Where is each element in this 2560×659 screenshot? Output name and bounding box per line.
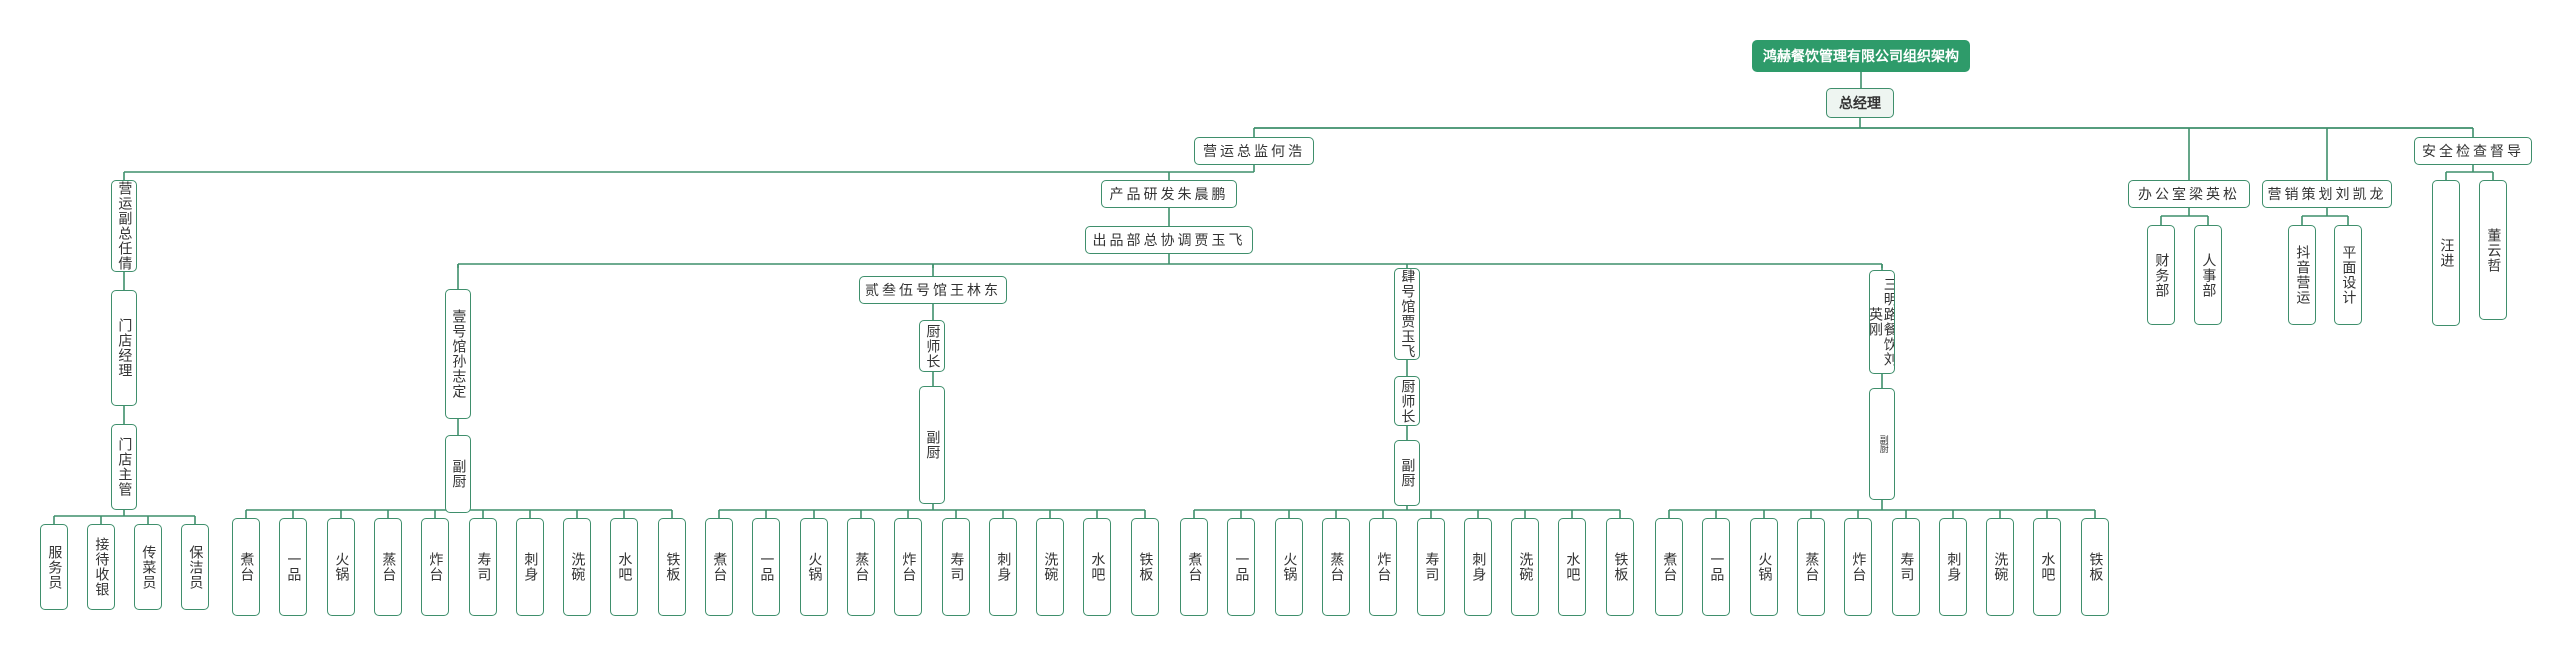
station-node[interactable]: 铁板 [658, 518, 686, 616]
safety-head-node[interactable]: 安全检查督导 [2414, 137, 2532, 165]
station-node[interactable]: 一品 [279, 518, 307, 616]
branch-node[interactable]: 壹号馆孙志定 [445, 289, 471, 419]
sous-chef-node[interactable]: 副厨 [1394, 440, 1420, 506]
station-node[interactable]: 蒸台 [1797, 518, 1825, 616]
sous-chef-node[interactable]: 副厨 [1869, 388, 1895, 500]
station-node[interactable]: 一品 [1227, 518, 1255, 616]
operations-deputy-node[interactable]: 营运副总任倩 [111, 180, 137, 272]
store-staff-node[interactable]: 保洁员 [181, 524, 209, 610]
station-node[interactable]: 煮台 [705, 518, 733, 616]
station-node[interactable]: 炸台 [1844, 518, 1872, 616]
safety-staff-node[interactable]: 汪进 [2432, 180, 2460, 326]
station-node[interactable]: 煮台 [1655, 518, 1683, 616]
station-node[interactable]: 水吧 [1558, 518, 1586, 616]
station-node[interactable]: 洗碗 [563, 518, 591, 616]
station-node[interactable]: 洗碗 [1986, 518, 2014, 616]
station-node[interactable]: 寿司 [1417, 518, 1445, 616]
station-node[interactable]: 蒸台 [1322, 518, 1350, 616]
store-staff-node[interactable]: 服务员 [40, 524, 68, 610]
office-dept-node[interactable]: 财务部 [2147, 225, 2175, 325]
store-staff-node[interactable]: 接待收银 [87, 524, 115, 610]
station-node[interactable]: 蒸台 [847, 518, 875, 616]
station-node[interactable]: 刺身 [1464, 518, 1492, 616]
station-node[interactable]: 刺身 [989, 518, 1017, 616]
sous-chef-node[interactable]: 副厨 [919, 386, 945, 504]
station-node[interactable]: 炸台 [421, 518, 449, 616]
station-node[interactable]: 一品 [1702, 518, 1730, 616]
station-node[interactable]: 寿司 [942, 518, 970, 616]
store-staff-node[interactable]: 传菜员 [134, 524, 162, 610]
office-head-node[interactable]: 办公室梁英松 [2128, 180, 2250, 208]
station-node[interactable]: 刺身 [1939, 518, 1967, 616]
sous-chef-node[interactable]: 副厨 [445, 435, 471, 513]
station-node[interactable]: 火锅 [1750, 518, 1778, 616]
station-node[interactable]: 煮台 [232, 518, 260, 616]
branch-node[interactable]: 贰叁伍号馆王林东 [859, 276, 1007, 304]
branch-node[interactable]: 三明路餐饮刘英刚 [1869, 270, 1895, 374]
general-manager-node[interactable]: 总经理 [1826, 88, 1894, 118]
station-node[interactable]: 洗碗 [1511, 518, 1539, 616]
station-node[interactable]: 火锅 [1275, 518, 1303, 616]
station-node[interactable]: 火锅 [800, 518, 828, 616]
station-node[interactable]: 铁板 [1131, 518, 1159, 616]
marketing-dept-node[interactable]: 平面设计 [2334, 225, 2362, 325]
station-node[interactable]: 水吧 [610, 518, 638, 616]
station-node[interactable]: 寿司 [469, 518, 497, 616]
safety-staff-node[interactable]: 董云哲 [2479, 180, 2507, 320]
station-node[interactable]: 煮台 [1180, 518, 1208, 616]
branch-node[interactable]: 肆号馆贾玉飞 [1394, 268, 1420, 360]
station-node[interactable]: 寿司 [1892, 518, 1920, 616]
head-chef-node[interactable]: 厨师长 [1394, 376, 1420, 426]
office-dept-node[interactable]: 人事部 [2194, 225, 2222, 325]
station-node[interactable]: 炸台 [894, 518, 922, 616]
station-node[interactable]: 洗碗 [1036, 518, 1064, 616]
station-node[interactable]: 火锅 [327, 518, 355, 616]
station-node[interactable]: 蒸台 [374, 518, 402, 616]
operations-director-node[interactable]: 营运总监何浩 [1194, 137, 1314, 165]
station-node[interactable]: 水吧 [2033, 518, 2061, 616]
kitchen-coordinator-node[interactable]: 出品部总协调贾玉飞 [1085, 226, 1253, 254]
rnd-head-node[interactable]: 产品研发朱晨鹏 [1101, 180, 1237, 208]
station-node[interactable]: 刺身 [516, 518, 544, 616]
root-node[interactable]: 鸿赫餐饮管理有限公司组织架构 [1752, 40, 1970, 72]
store-supervisor-node[interactable]: 门店主管 [111, 424, 137, 510]
station-node[interactable]: 炸台 [1369, 518, 1397, 616]
station-node[interactable]: 铁板 [2081, 518, 2109, 616]
marketing-dept-node[interactable]: 抖音营运 [2288, 225, 2316, 325]
station-node[interactable]: 铁板 [1606, 518, 1634, 616]
station-node[interactable]: 一品 [752, 518, 780, 616]
head-chef-node[interactable]: 厨师长 [919, 320, 945, 372]
store-manager-node[interactable]: 门店经理 [111, 290, 137, 406]
station-node[interactable]: 水吧 [1083, 518, 1111, 616]
marketing-head-node[interactable]: 营销策划刘凯龙 [2262, 180, 2392, 208]
